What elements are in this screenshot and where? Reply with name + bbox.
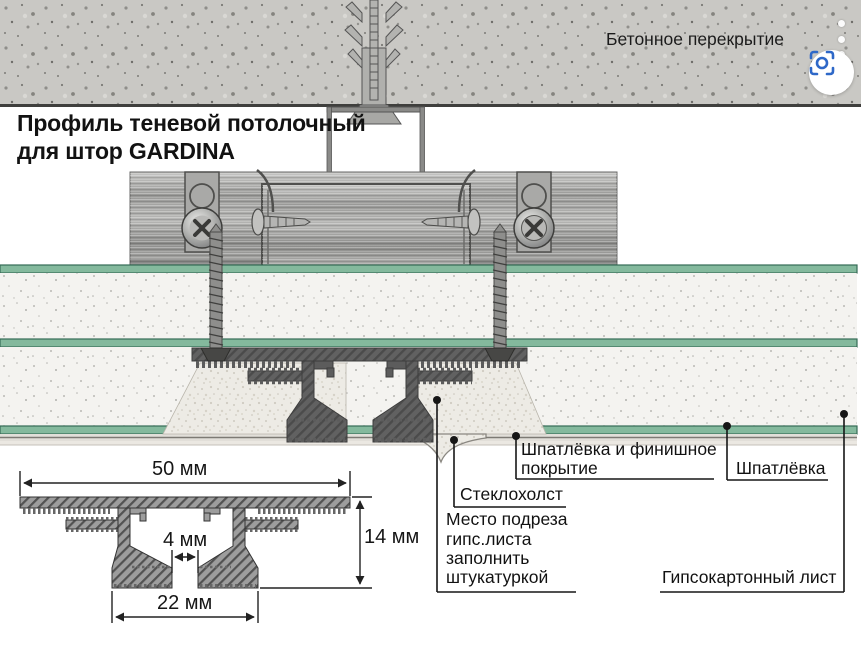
- mounting-plate-right: [513, 171, 555, 253]
- concrete-slab-label: Бетонное перекрытие: [606, 29, 785, 49]
- profile-dimension-drawing: [19, 496, 351, 589]
- bracket-hook-right: [457, 168, 476, 213]
- mounting-screw-right: [484, 223, 516, 362]
- phillips-screw-right: [513, 207, 555, 249]
- dim-gap-label: 4 мм: [163, 529, 208, 551]
- callout-fiberglass-label: Стеклохолст: [460, 484, 563, 504]
- page-title-line2: для штор GARDINA: [17, 138, 235, 164]
- callout-cut-place-line3: заполнить: [446, 548, 530, 568]
- green-facing-top: [0, 264, 858, 274]
- gypsum-layer-1: [0, 273, 857, 339]
- kebab-dot: [837, 35, 845, 43]
- green-facing-middle: [0, 338, 858, 348]
- callout-putty-label: Шпатлёвка: [736, 458, 826, 478]
- side-screw-left: [251, 208, 311, 236]
- callout-cut-place-line2: гипс.листа: [446, 529, 532, 549]
- shadow-profile-installed: [191, 347, 528, 443]
- page-title-line1: Профиль теневой потолочный: [17, 110, 366, 136]
- dim-width-top-label: 50 мм: [152, 458, 208, 480]
- concrete-slab: [0, 0, 861, 107]
- bracket-hook-left: [256, 168, 275, 213]
- dim-height-label: 14 мм: [364, 526, 420, 548]
- callout-putty-finish-line2: покрытие: [521, 458, 598, 478]
- connector-bracket: [251, 168, 481, 267]
- side-screw-right: [421, 208, 481, 236]
- callout-cut-place-line4: штукатуркой: [446, 567, 549, 587]
- mounting-screw-left: [200, 223, 232, 362]
- dim-width-bottom-label: 22 мм: [157, 592, 213, 614]
- kebab-dot: [837, 20, 845, 27]
- callout-putty-finish-line1: Шпатлёвка и финишное: [521, 439, 717, 459]
- callout-lines: [433, 396, 848, 593]
- lens-search-button[interactable]: [809, 50, 854, 95]
- lens-scan-icon: [809, 50, 835, 76]
- callout-gypsum-sheet-label: Гипсокартонный лист: [662, 567, 837, 587]
- dimension-lines: [19, 471, 372, 623]
- callout-cut-place-line1: Место подреза: [446, 509, 568, 529]
